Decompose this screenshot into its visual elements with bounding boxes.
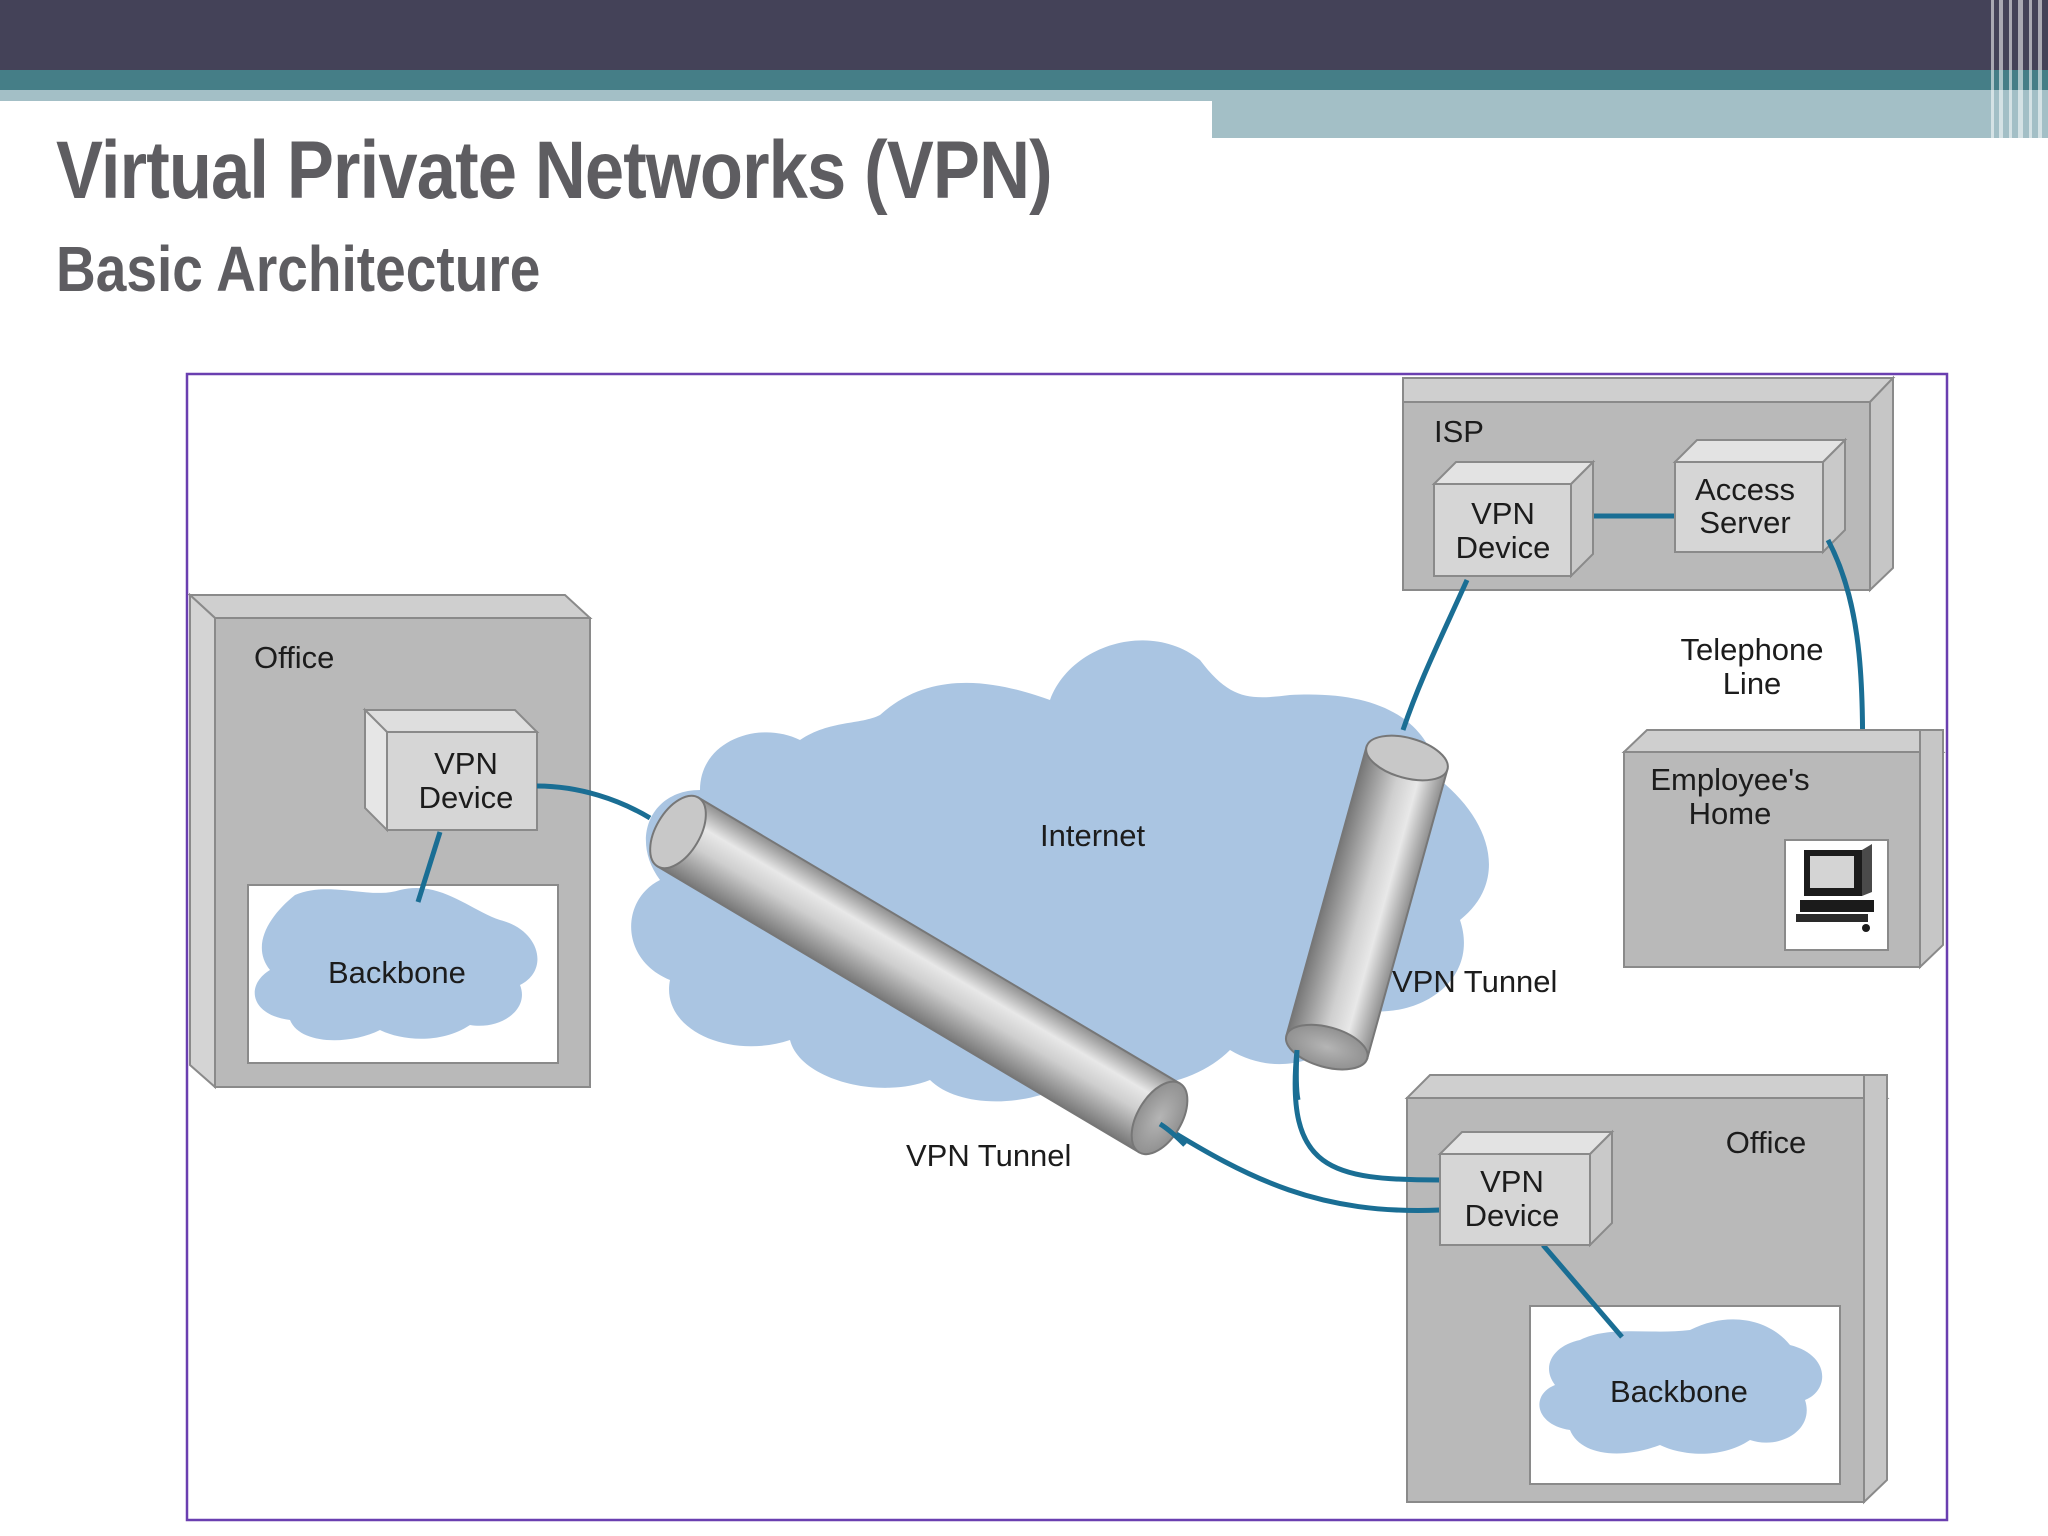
header-light-teal-block — [1212, 90, 2048, 138]
backbone-left-label: Backbone — [328, 955, 466, 990]
link-isp-device-to-tunnel — [1400, 578, 1470, 731]
vpn-device-isp-line2: Device — [1456, 530, 1551, 565]
backbone-right-cloud — [1539, 1319, 1823, 1454]
employee-home-box: Employee's Home — [1621, 729, 1946, 970]
slide-subtitle: Basic Architecture — [56, 233, 541, 305]
link-right-device-backbone — [1541, 1243, 1624, 1339]
employee-home-label-1: Employee's — [1650, 762, 1809, 797]
vpn-device-isp-line1: VPN — [1471, 496, 1535, 531]
vpn-device-isp: VPN Device — [1431, 459, 1596, 579]
access-server: Access Server — [1672, 437, 1848, 555]
internet-label: Internet — [1040, 818, 1146, 853]
employee-home-label-2: Home — [1689, 796, 1772, 831]
telephone-line-label-1: Telephone — [1680, 632, 1823, 667]
link-left-device-to-tunnel — [536, 783, 652, 821]
header-stripes-decoration — [1985, 0, 2048, 138]
link-left-device-backbone — [415, 831, 443, 903]
vpn-device-left-line2: Device — [419, 780, 514, 815]
vpn-device-right: VPN Device — [1437, 1129, 1615, 1248]
vpn-device-right-line1: VPN — [1480, 1164, 1544, 1199]
access-server-line2: Server — [1699, 505, 1790, 540]
slide-title: Virtual Private Networks (VPN) — [56, 125, 1053, 216]
vpn-tunnel-right — [1285, 734, 1449, 1071]
vpn-device-left-line1: VPN — [434, 746, 498, 781]
backbone-left-cloud — [254, 887, 538, 1041]
header-light-teal-strip — [0, 90, 1212, 101]
vpn-device-left: VPN Device — [362, 707, 540, 833]
vpn-tunnel-left-label: VPN Tunnel — [906, 1138, 1071, 1173]
internet-cloud — [631, 640, 1489, 1102]
header-teal-bar — [0, 70, 2048, 90]
office-right-label: Office — [1726, 1125, 1806, 1160]
header-dark-bar — [0, 0, 2048, 70]
office-left-label: Office — [254, 640, 334, 675]
backbone-right-label: Backbone — [1610, 1374, 1748, 1409]
vpn-device-right-line2: Device — [1465, 1198, 1560, 1233]
access-server-line1: Access — [1695, 472, 1795, 507]
link-left-tunnel-to-office — [1158, 1121, 1441, 1213]
isp-label: ISP — [1434, 414, 1484, 449]
telephone-line-label-2: Line — [1723, 666, 1782, 701]
computer-icon — [1796, 844, 1874, 932]
vpn-tunnel-right-label: VPN Tunnel — [1392, 964, 1557, 999]
